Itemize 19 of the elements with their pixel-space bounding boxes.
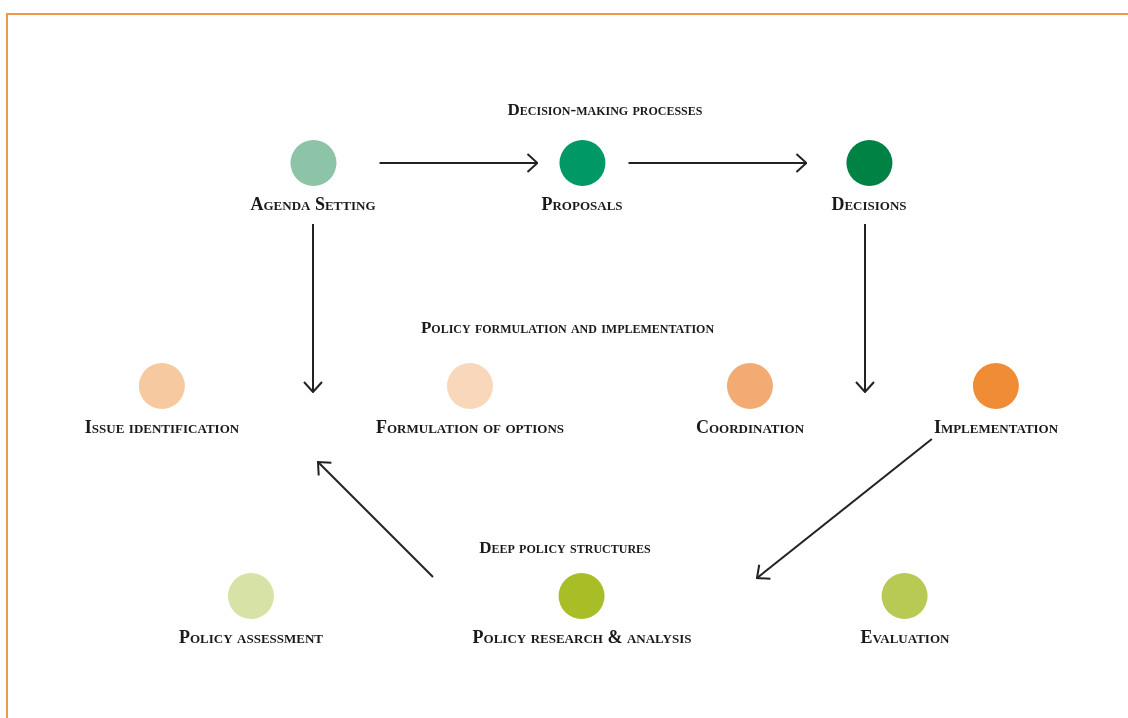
node-label: Coordination [695,417,805,437]
group-heading: Deep policy structures [479,538,651,558]
arrow [756,438,933,580]
node-label: Formulation of options [376,417,564,437]
node-label: Policy research & analysis [472,627,692,647]
arrow [855,223,875,393]
arrow [303,223,323,393]
node-label: Evaluation [860,627,950,647]
node-label: Proposals [541,194,623,214]
arrow [378,153,539,173]
node-label: Issue identification [84,417,240,437]
node-label: Implementation [933,417,1059,437]
node-label: Policy assessment [178,627,324,647]
arrow [627,153,808,173]
group-heading: Decision-making processes [507,100,703,120]
arrow [317,461,434,578]
group-heading: Policy formulation and implementation [420,318,715,338]
node-label: Agenda Setting [250,194,376,214]
node-label: Decisions [831,194,907,214]
